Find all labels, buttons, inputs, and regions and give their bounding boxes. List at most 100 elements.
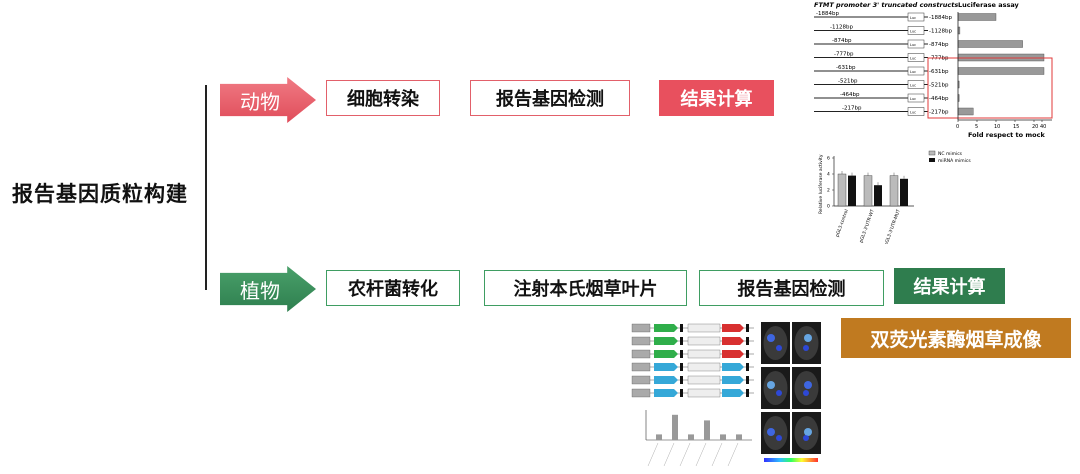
reporter-block (722, 337, 744, 345)
category-label: pGL3-3'UTR-MUT (883, 208, 902, 244)
bar-nc (863, 175, 873, 207)
animal-arrow: 动物 (220, 77, 316, 123)
terminator-block (746, 389, 749, 397)
luc-label: Luc (910, 111, 916, 115)
bar-mimic (900, 178, 908, 206)
dual-luciferase-imaging: 双荧光素酶烟草成像 (841, 318, 1071, 358)
figure1-x-label: Fold respect to mock (968, 131, 1045, 139)
step-result-calculation-plant: 结果计算 (894, 268, 1005, 304)
luminescence-spot (767, 334, 775, 342)
step-agrobacterium: 农杆菌转化 (326, 270, 460, 306)
step-reporter-detection-animal: 报告基因检测 (470, 80, 630, 116)
figure3-label-mark (647, 442, 659, 467)
terminator-block (746, 324, 749, 332)
bar-nc (837, 173, 847, 207)
bar-mimic (874, 185, 882, 206)
reporter-block (722, 376, 744, 384)
figure3-label-mark (695, 442, 707, 467)
gene-block (654, 324, 678, 332)
y-tick-label: 0 (827, 204, 830, 210)
luminescence-spot (767, 428, 775, 436)
figure-luciferase-bar-chart: Relative luciferase activity 0246pGL3-co… (818, 150, 971, 244)
linker-block (680, 376, 683, 384)
construct-label: -777bp (834, 52, 854, 58)
promoter-block (631, 323, 651, 333)
promoter-block (631, 388, 651, 398)
insert-block (687, 323, 721, 333)
figure1-title: FTMT promoter 3' truncated constructs (814, 1, 958, 9)
luc-label: Luc (910, 43, 916, 47)
step-cell-transfection: 细胞转染 (326, 80, 440, 116)
reporter-block (722, 389, 744, 397)
luminescence-spot (803, 345, 809, 351)
gene-block (654, 389, 678, 397)
leaf-shape (763, 371, 788, 405)
category-label: pGL3-control (834, 209, 850, 238)
legend-swatch-mimic (929, 158, 935, 162)
luc-box (907, 80, 925, 89)
bar-mimic (848, 175, 856, 206)
luminescence-spot (767, 381, 775, 389)
highlight-box (927, 57, 1053, 119)
promoter-block (631, 349, 651, 359)
intensity-scale-bar (764, 458, 818, 462)
figure2-ylabel: Relative luciferase activity (818, 154, 824, 214)
leaf-shape (794, 326, 819, 360)
figure3-label-mark (711, 442, 723, 467)
x-tick-label: 15 (1013, 124, 1019, 130)
insert-block (687, 349, 721, 359)
construct-label: -874bp (832, 38, 852, 44)
linker-block (680, 389, 683, 397)
luminescence-spot (803, 435, 809, 441)
legend-label-nc: NC mimics (938, 151, 963, 157)
insert-block (687, 375, 721, 385)
step-tobacco-injection: 注射本氏烟草叶片 (484, 270, 687, 306)
figure-tobacco-imaging (758, 318, 824, 470)
fold-bar (957, 107, 974, 116)
luminescence-spot (804, 334, 812, 342)
insert-block (687, 362, 721, 372)
construct-label: -521bp (838, 79, 858, 85)
luc-box (907, 107, 925, 116)
step-result-calculation-animal: 结果计算 (659, 80, 774, 116)
fold-bar (957, 67, 1045, 75)
construct-label-right: -874bp (929, 42, 949, 48)
terminator-block (746, 376, 749, 384)
fold-bar (957, 13, 997, 21)
construct-label-right: -1128bp (929, 29, 952, 35)
luminescence-spot (776, 390, 782, 396)
promoter-block (631, 336, 651, 346)
linker-block (680, 363, 683, 371)
promoter-block (631, 375, 651, 385)
plant-arrow: 植物 (220, 266, 316, 312)
luc-box (907, 93, 925, 103)
insert-block (687, 388, 721, 398)
insert-block (687, 336, 721, 346)
construct-label-right: -217bp (929, 110, 949, 116)
y-tick-label: 6 (827, 156, 830, 162)
terminator-block (746, 337, 749, 345)
construct-label: -1884bp (816, 11, 839, 17)
luminescence-spot (776, 435, 782, 441)
legend-label-mimic: miRNA mimics (938, 158, 971, 164)
leaf-shape (763, 416, 788, 450)
legend-swatch-nc (928, 150, 936, 156)
figure-plant-constructs (628, 318, 758, 470)
gene-block (654, 363, 678, 371)
step-reporter-detection-plant: 报告基因检测 (699, 270, 884, 306)
luc-box (907, 66, 925, 76)
luc-box (907, 12, 925, 22)
gene-block (654, 350, 678, 358)
luc-label: Luc (910, 84, 916, 88)
reporter-block (722, 350, 744, 358)
promoter-block (631, 362, 651, 372)
luc-box (907, 53, 925, 62)
construct-label: -464bp (840, 92, 860, 98)
linker-block (680, 324, 683, 332)
luminescence-spot (803, 390, 809, 396)
figure1-assay-title: Luciferase assay (958, 1, 1020, 9)
gene-block (654, 376, 678, 384)
divider-line (205, 85, 207, 290)
luminescence-spot (804, 428, 812, 436)
construct-label: -217bp (842, 106, 862, 112)
